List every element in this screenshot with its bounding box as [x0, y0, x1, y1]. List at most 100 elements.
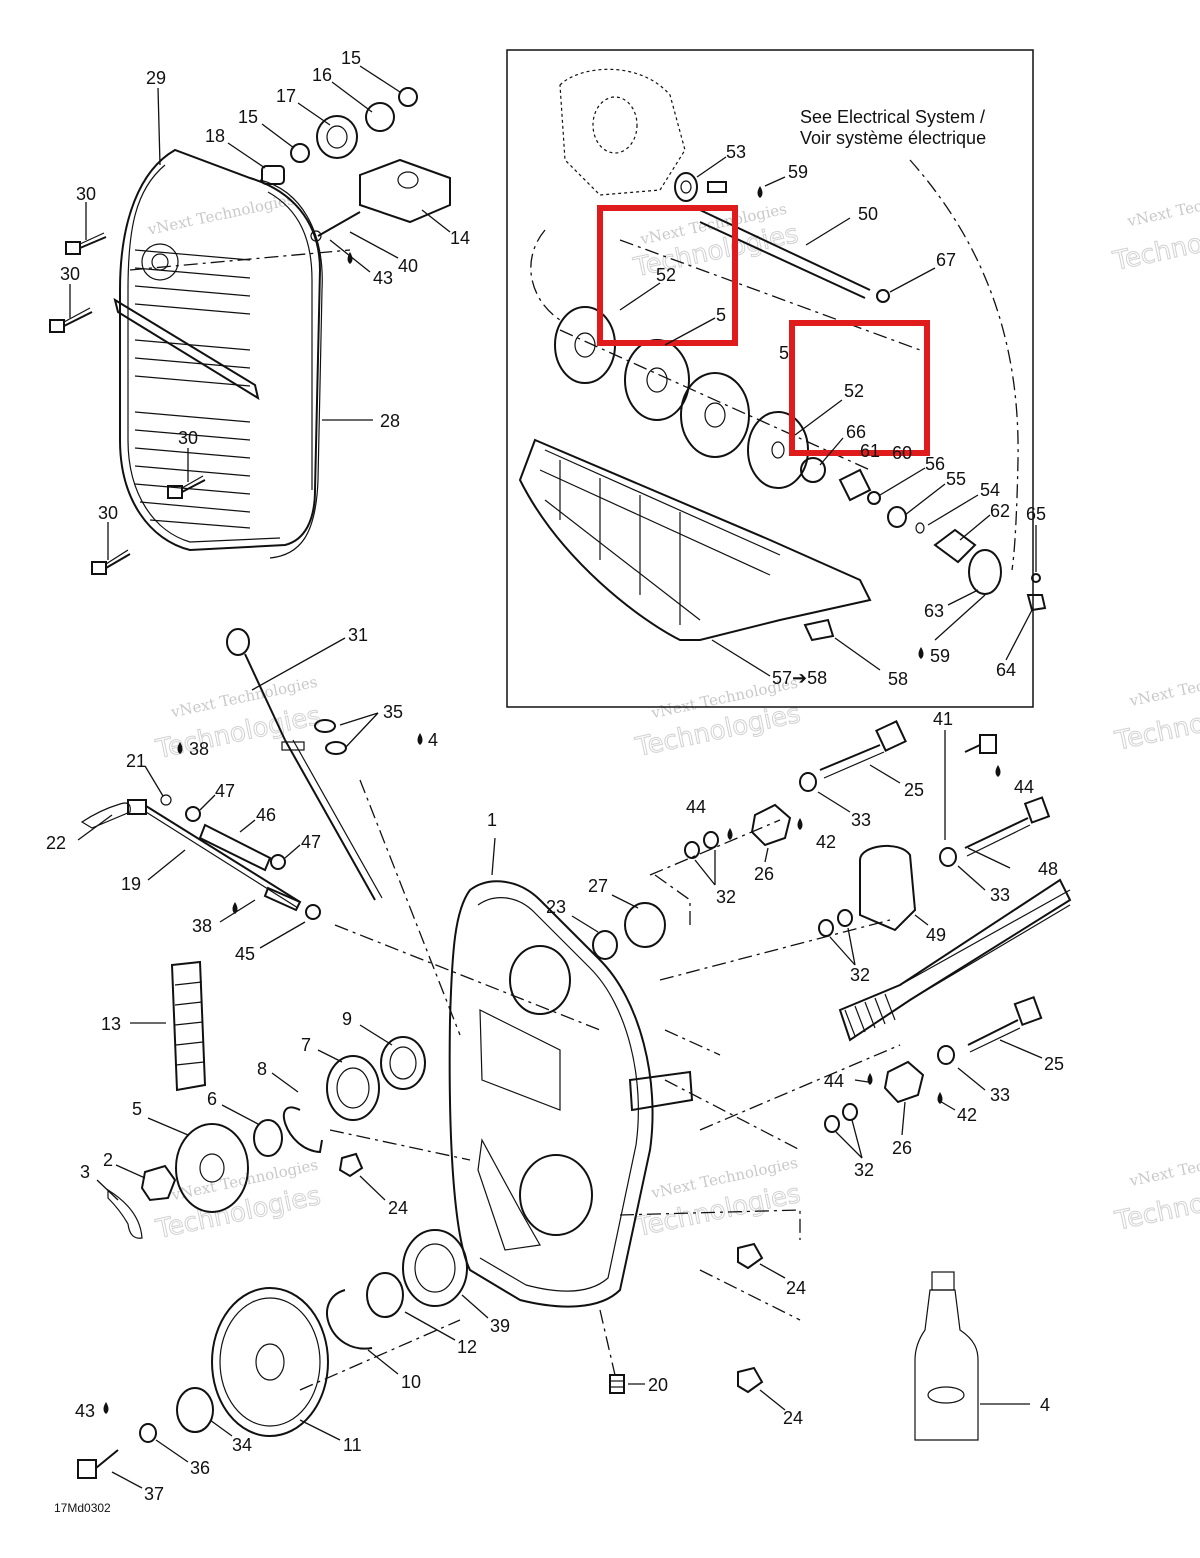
callout-label: 25	[1044, 1054, 1064, 1074]
o-ring-35	[325, 741, 347, 755]
callout-label: 19	[121, 874, 141, 894]
callout-label: 35	[383, 702, 403, 722]
bracket-49	[859, 844, 917, 932]
cover-bolt	[91, 549, 131, 575]
watermark-text: vNext Technologies	[1127, 1141, 1200, 1190]
drive-axle-inset	[518, 68, 1047, 642]
inset-note-text: See Electrical System /	[800, 107, 985, 127]
chaincase-ghost	[559, 68, 686, 196]
callout-label: 25	[904, 780, 924, 800]
callout-label: 38	[192, 916, 212, 936]
callout-label: 57➔58	[772, 668, 827, 688]
washer-33	[937, 1045, 955, 1065]
sensor-wire	[909, 159, 1019, 571]
watermark-text: vNext Technologies	[1127, 661, 1200, 710]
callout-label: 33	[990, 1085, 1010, 1105]
callout-label: 12	[457, 1337, 477, 1357]
bearing-66	[800, 457, 826, 483]
callout-label: 43	[373, 268, 393, 288]
callout-label: 33	[851, 810, 871, 830]
callout-label: 47	[215, 781, 235, 801]
washer-36	[139, 1423, 157, 1443]
callout-label: 9	[342, 1009, 352, 1029]
washer-15-top	[398, 87, 418, 107]
callout-label: 28	[380, 411, 400, 431]
cover-brace	[113, 297, 260, 401]
washer-32	[684, 841, 700, 859]
callout-label: 2	[103, 1150, 113, 1170]
callout-label: 30	[76, 184, 96, 204]
callout-label: 36	[190, 1458, 210, 1478]
bolt-48	[964, 796, 1051, 857]
spacer-34	[176, 1387, 214, 1433]
callout-label: 45	[235, 944, 255, 964]
callout-label: 41	[933, 709, 953, 729]
spring-46	[198, 823, 272, 872]
callout-label: 31	[348, 625, 368, 645]
callout-label: 21	[126, 751, 146, 771]
washer-33	[799, 772, 817, 792]
cover-gasket	[259, 179, 323, 559]
callout-label: 34	[232, 1435, 252, 1455]
cover-bolt	[49, 307, 93, 333]
bushing-27	[624, 902, 666, 948]
washer-32	[824, 1115, 840, 1133]
callout-label: 50	[858, 204, 878, 224]
upper-sprocket-5	[175, 1123, 249, 1213]
drive-chain-13	[170, 960, 207, 1092]
diagram-code: 17Md0302	[54, 1501, 111, 1515]
callout-label: 54	[980, 480, 1000, 500]
callout-label: 59	[930, 646, 950, 666]
callout-label: 8	[257, 1059, 267, 1079]
inset-frame	[506, 49, 1034, 708]
bearing-7	[326, 1055, 380, 1121]
callout-label: 33	[990, 885, 1010, 905]
jackshaft	[838, 878, 1072, 1042]
drive-axle-50	[699, 209, 871, 291]
washer-45	[305, 904, 321, 920]
circlip-10	[326, 1289, 373, 1350]
bearing-53	[674, 172, 698, 202]
callout-label: 6	[207, 1089, 217, 1109]
nut-24	[737, 1242, 764, 1270]
callout-labels: 15 16 17 15 18 29 14 40 43 30 30 28 30 3…	[46, 48, 1064, 1504]
chaincase-oil-bottle-4	[914, 1271, 979, 1441]
callout-label: 7	[301, 1035, 311, 1055]
callout-label: 52	[844, 381, 864, 401]
circlip-54	[915, 522, 925, 534]
clip-58	[803, 618, 835, 642]
callout-label: 53	[726, 142, 746, 162]
bracket-14	[359, 158, 451, 224]
callout-label: 18	[205, 126, 225, 146]
callout-label: 32	[716, 887, 736, 907]
needle-bearing-16	[365, 102, 395, 132]
washer-21	[160, 794, 172, 806]
screw-65	[1031, 573, 1041, 583]
callout-label: 16	[312, 65, 332, 85]
bolt-37	[77, 1449, 119, 1479]
bolt-41	[964, 734, 997, 754]
callout-label: 66	[846, 422, 866, 442]
bolt-25	[819, 720, 907, 779]
upper-bearing-bore	[509, 945, 571, 1015]
cover-emblem-icon	[141, 243, 179, 281]
callout-label: 10	[401, 1372, 421, 1392]
watermark-text: vNext Technologies	[145, 190, 295, 239]
callout-label: 55	[946, 469, 966, 489]
callout-label: 32	[850, 965, 870, 985]
callout-label: 56	[925, 454, 945, 474]
bearing-55	[887, 506, 907, 528]
callout-label: 1	[487, 810, 497, 830]
chaincase-housing-1	[448, 880, 694, 1308]
callout-label: 32	[854, 1160, 874, 1180]
callout-label: 24	[783, 1408, 803, 1428]
screw-40	[317, 211, 361, 237]
tensioner-adjuster	[80, 794, 321, 920]
nut-67	[876, 289, 890, 303]
track-sprocket	[624, 339, 690, 421]
seal-59-marker	[707, 181, 727, 193]
lower-sprocket-11	[211, 1287, 329, 1437]
callout-label: 47	[301, 832, 321, 852]
callout-label: 26	[892, 1138, 912, 1158]
callout-label: 60	[892, 443, 912, 463]
